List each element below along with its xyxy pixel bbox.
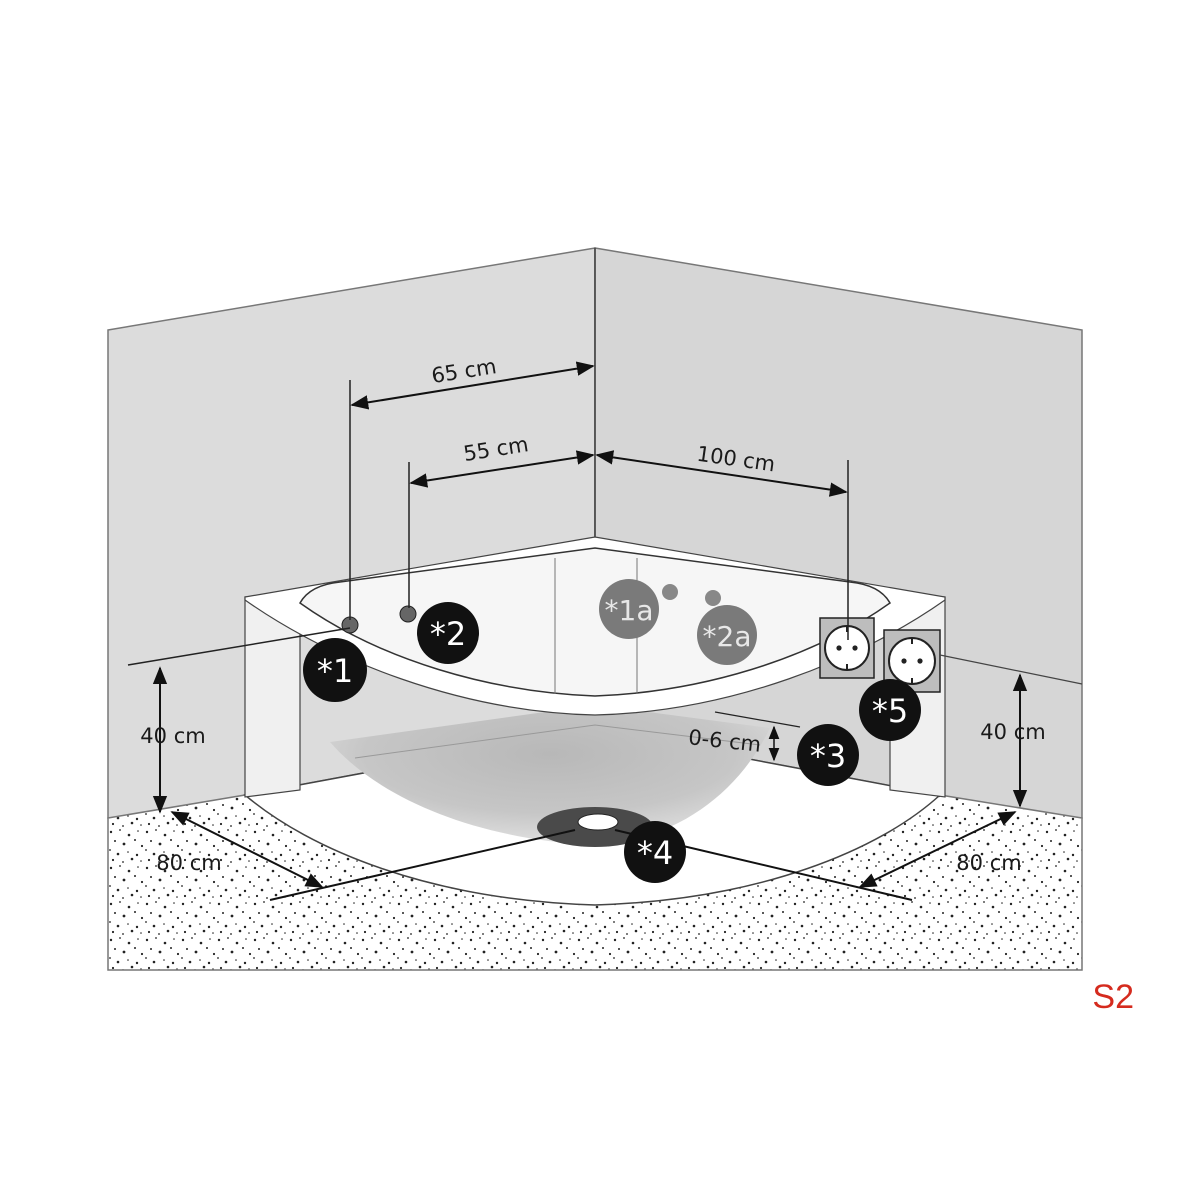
svg-text:*1a: *1a xyxy=(605,594,654,627)
drain-hole xyxy=(577,813,619,831)
dim-label-40-left: 40 cm xyxy=(140,724,205,748)
water-connection-2 xyxy=(399,605,417,623)
power-socket-2 xyxy=(883,629,941,693)
dim-label-40-right: 40 cm xyxy=(980,720,1045,744)
tray-shadow xyxy=(330,705,770,845)
marker-4: *4 xyxy=(624,821,686,883)
dim-arrow-55 xyxy=(409,450,595,488)
right-height-reference xyxy=(939,654,1083,685)
svg-text:*2a: *2a xyxy=(703,620,752,653)
dim-label-80-left: 80 cm xyxy=(156,851,221,875)
drain-axis-left xyxy=(269,829,576,901)
marker-5: *5 xyxy=(859,679,921,741)
svg-text:*5: *5 xyxy=(872,692,908,730)
power-socket-1 xyxy=(819,617,875,679)
marker-1: *1 xyxy=(303,638,367,702)
dim-arrow-80-right xyxy=(858,811,1017,888)
water-connection-1a xyxy=(662,584,678,600)
svg-text:*1: *1 xyxy=(317,652,353,690)
marker-2: *2 xyxy=(417,602,479,664)
marker-2a: *2a xyxy=(697,605,757,665)
svg-text:*3: *3 xyxy=(810,737,846,775)
marker-3: *3 xyxy=(797,724,859,786)
ref-line-0-6-top xyxy=(714,711,801,728)
sheet-code-label: S2 xyxy=(1092,978,1134,1016)
svg-text:*4: *4 xyxy=(637,834,673,872)
svg-text:*2: *2 xyxy=(430,615,466,653)
left-height-reference xyxy=(127,627,351,666)
tray-rim xyxy=(354,724,761,759)
dim-arrow-100 xyxy=(595,450,848,497)
dim-arrow-80-left xyxy=(170,811,324,888)
dim-arrow-65 xyxy=(350,361,595,410)
marker-1a: *1a xyxy=(599,579,659,639)
dim-label-80-right: 80 cm xyxy=(956,851,1021,875)
water-connection-2a xyxy=(705,590,721,606)
